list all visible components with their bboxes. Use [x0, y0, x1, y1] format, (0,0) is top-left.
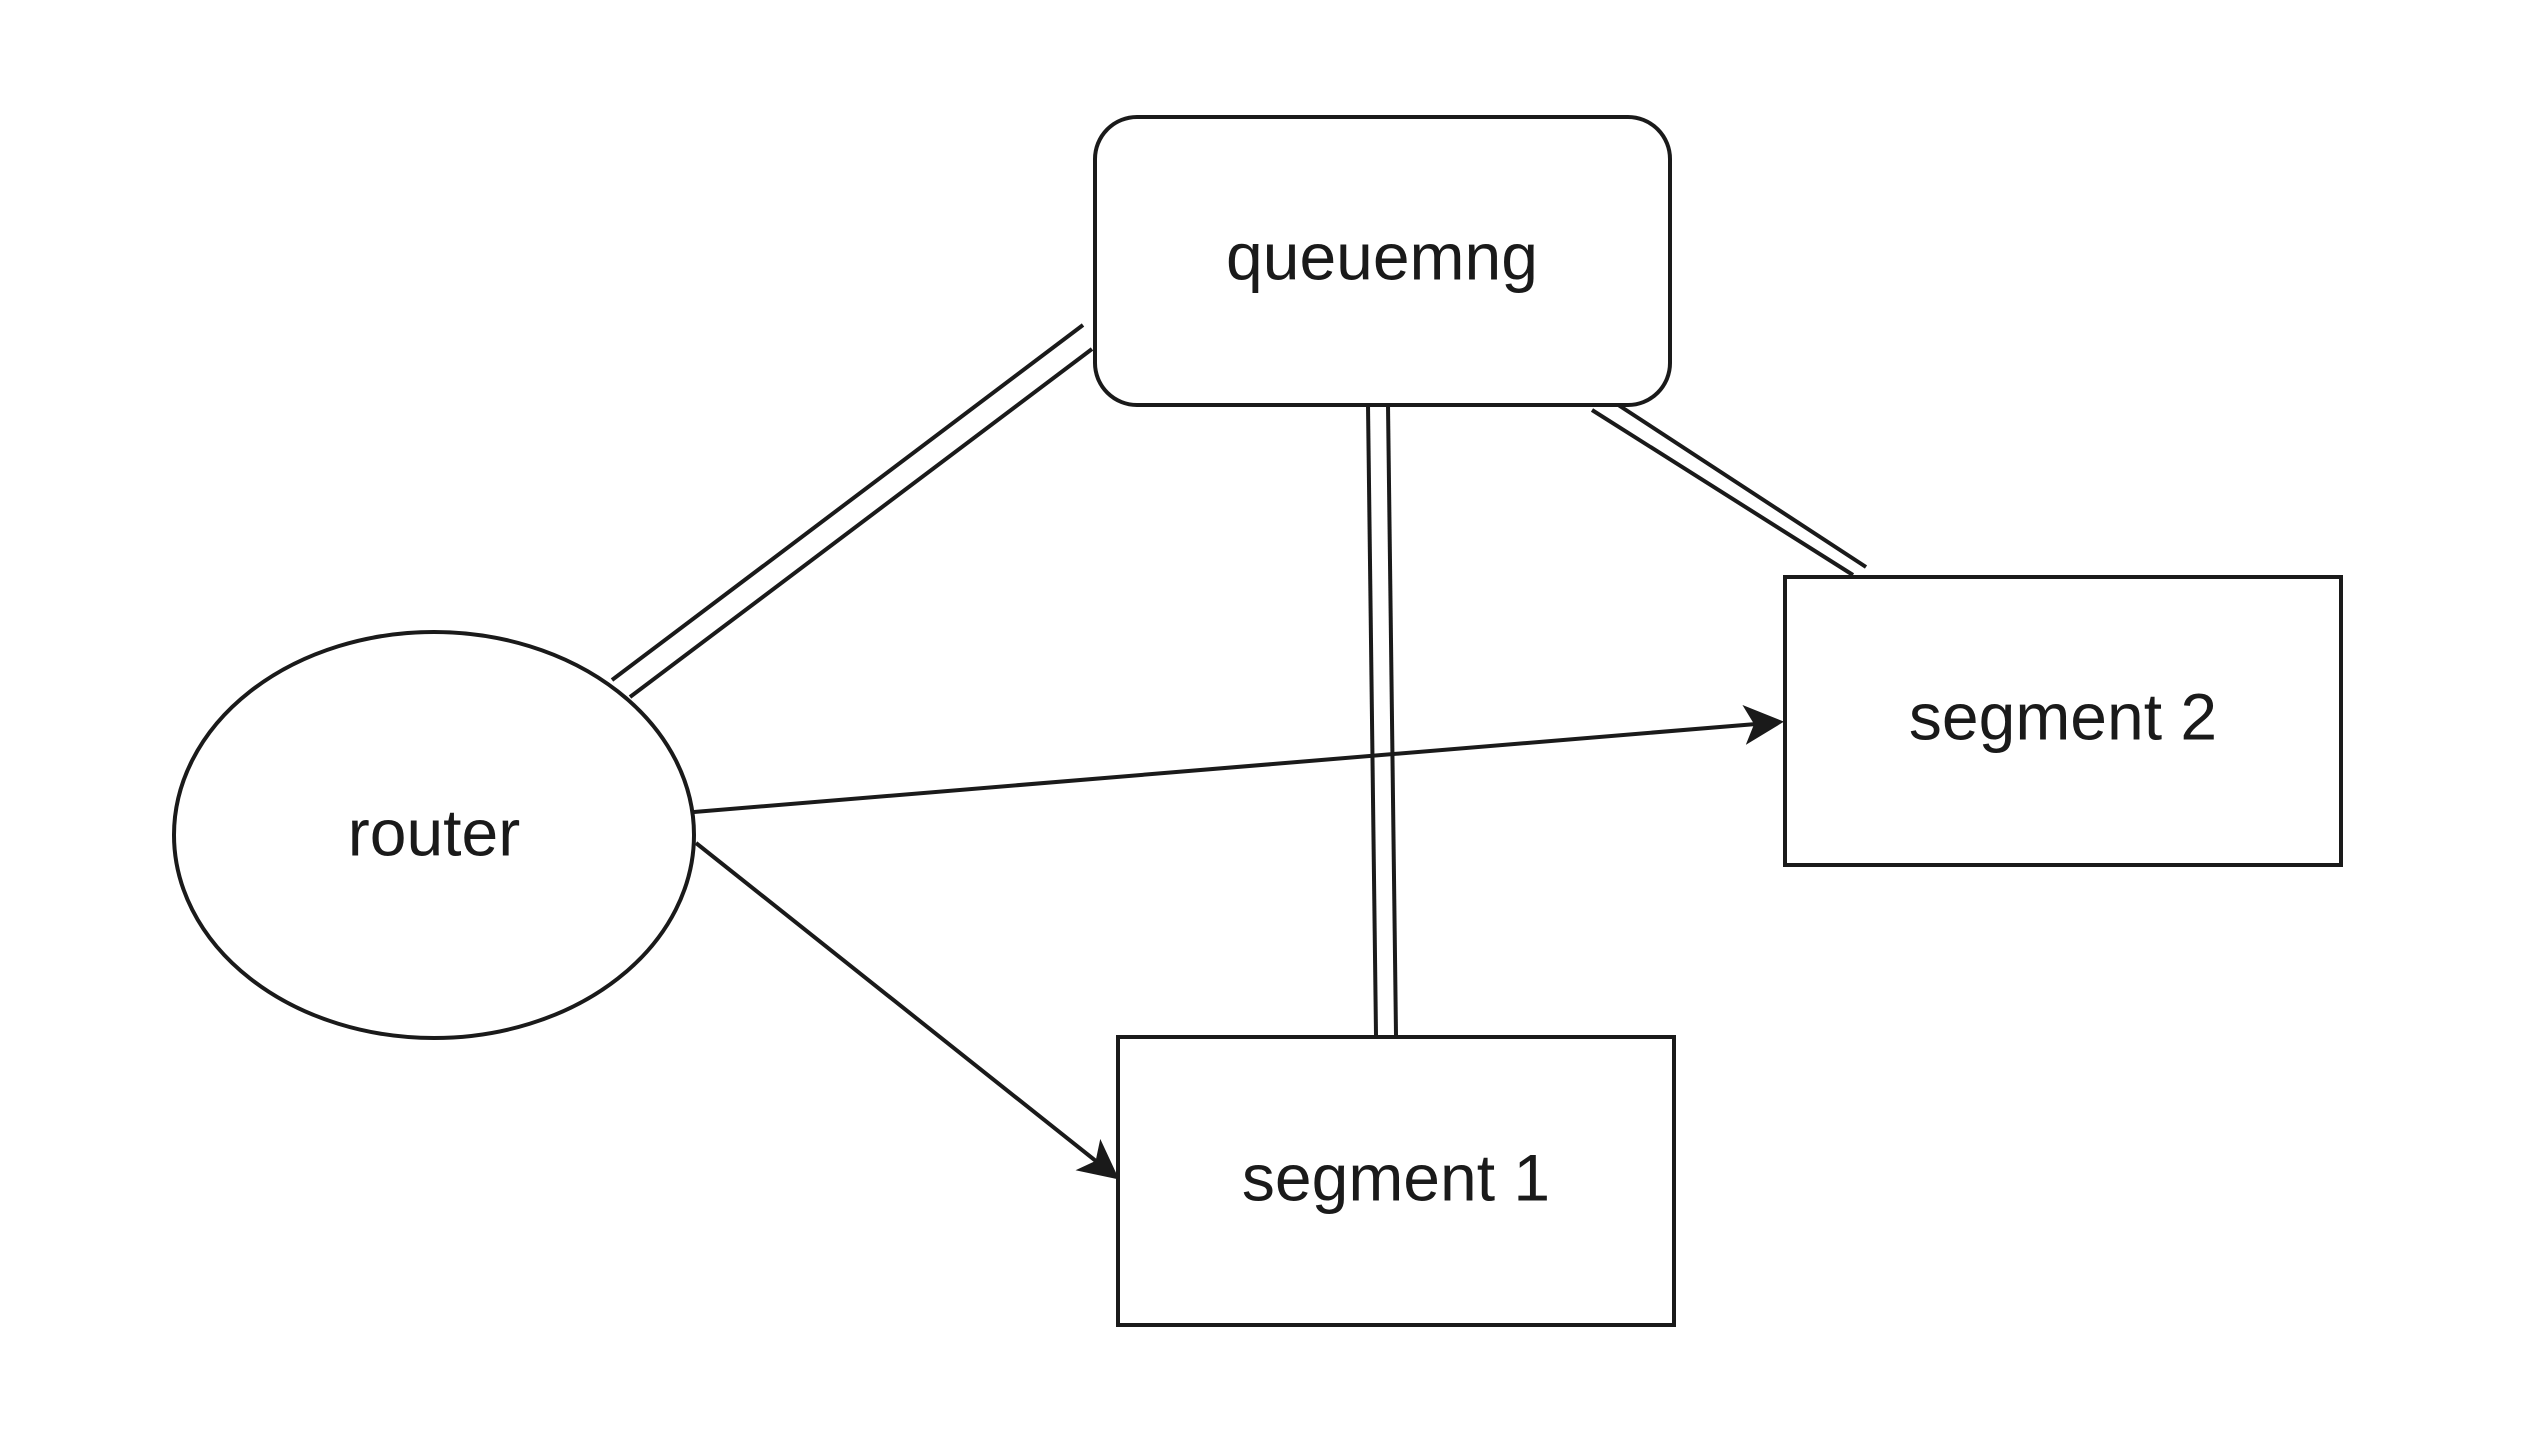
arrow-router-segment2[interactable]	[693, 705, 1784, 814]
node-router[interactable]: router	[172, 630, 696, 1040]
edge-queuemng-segment2[interactable]	[1590, 393, 1868, 577]
node-segment-1[interactable]: segment 1	[1116, 1035, 1676, 1327]
node-router-label: router	[348, 795, 520, 869]
node-queuemng-label: queuemng	[1226, 219, 1538, 293]
edge-queuemng-segment1[interactable]	[1366, 404, 1398, 1036]
node-queuemng[interactable]: queuemng	[1093, 115, 1672, 407]
edge-router-queuemng[interactable]	[610, 323, 1094, 699]
arrow-router-segment1[interactable]	[694, 841, 1120, 1180]
node-segment-1-label: segment 1	[1242, 1140, 1550, 1214]
node-segment-2-label: segment 2	[1909, 679, 2217, 753]
node-segment-2[interactable]: segment 2	[1783, 575, 2343, 867]
